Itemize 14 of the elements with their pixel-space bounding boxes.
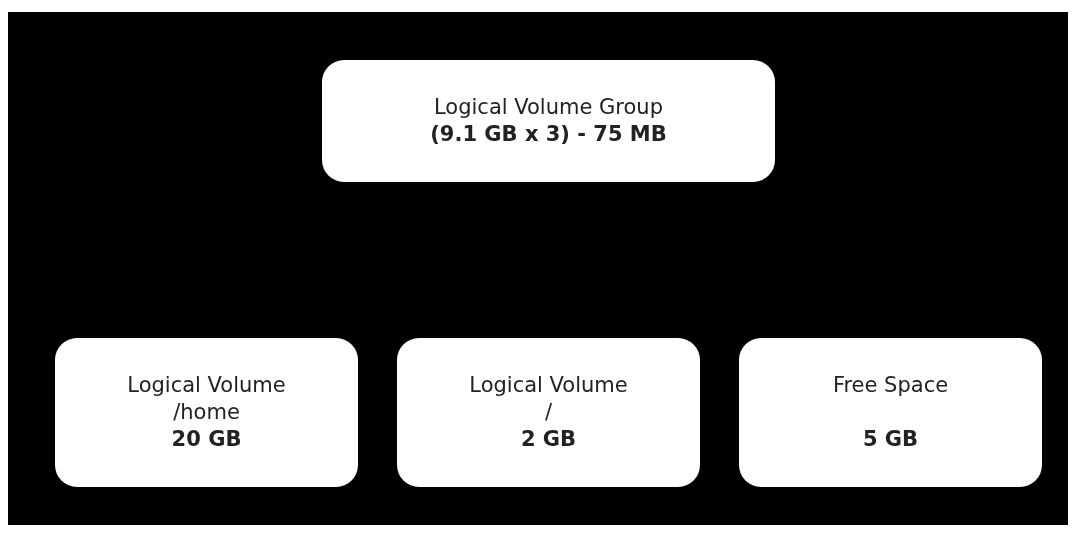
volume-label: Logical Volume Group [434,94,663,121]
size-label: (9.1 GB x 3) - 75 MB [430,121,667,148]
volume-label: Free Space [832,372,949,399]
volume-box [322,60,775,182]
volume-label: Logical Volume [469,372,628,399]
size-label: 2 GB [520,426,577,453]
volume-label: / [544,399,553,426]
volume-box [739,338,1042,487]
volume-box [55,338,358,487]
size-label: 5 GB [862,426,919,453]
volume-label: Logical Volume [127,372,286,399]
volume-label: /home [173,399,240,426]
size-label: 20 GB [171,426,242,453]
volume-box [397,338,700,487]
